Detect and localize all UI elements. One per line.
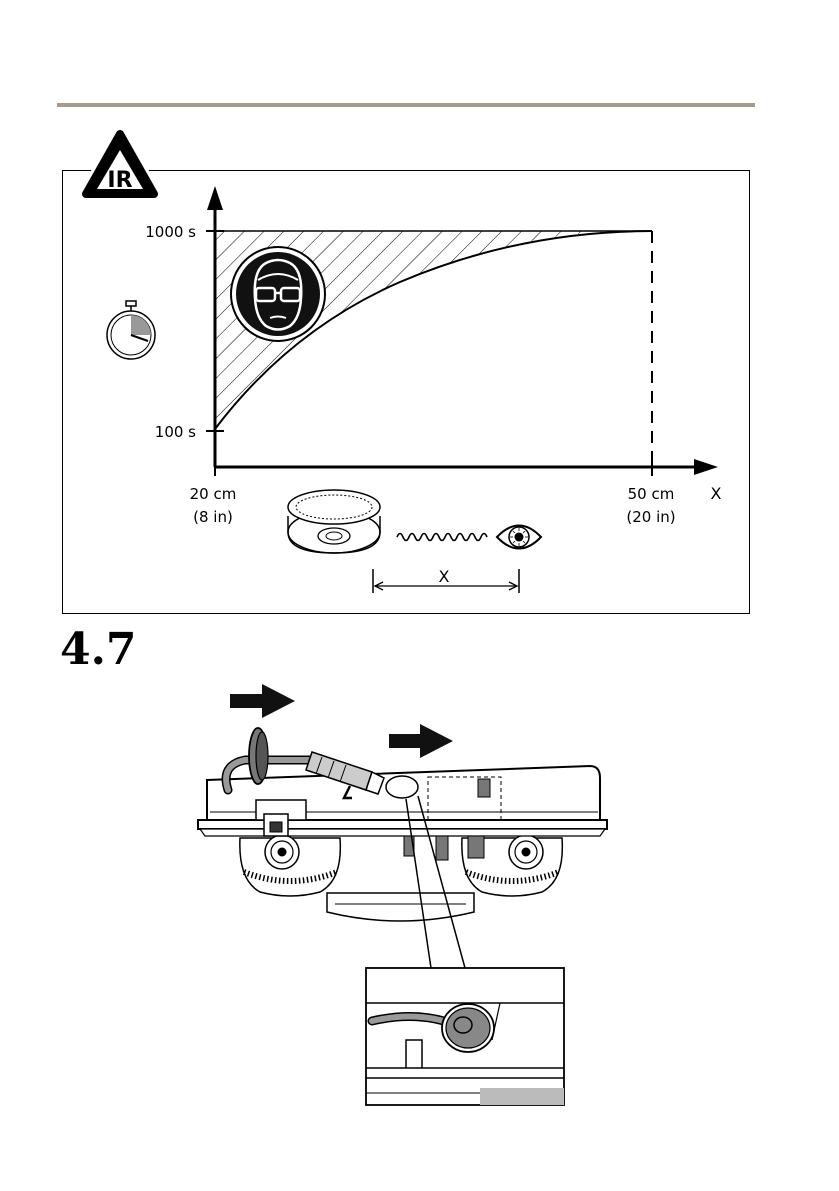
cable-gasket-detail-illustration	[366, 968, 564, 1105]
camera-housing-illustration	[198, 728, 607, 921]
ir-wave-icon	[397, 534, 487, 541]
camera-icon	[288, 490, 380, 553]
section-number: 4.7	[60, 624, 137, 676]
eye-icon	[497, 526, 541, 549]
x-tick-start-sub-label: (8 in)	[193, 508, 233, 526]
y-tick-low-label: 100 s	[155, 423, 196, 441]
ir-warning-sign: IR	[86, 134, 154, 194]
distance-dimension: X	[373, 567, 519, 593]
x-axis-arrow-icon	[694, 459, 718, 475]
x-tick-end-label: 50 cm	[628, 485, 675, 503]
x-tick-end-sub-label: (20 in)	[626, 508, 675, 526]
y-tick-high-label: 1000 s	[145, 223, 196, 241]
eye-protection-goggles-icon	[231, 247, 325, 341]
ir-sign-text: IR	[107, 168, 132, 193]
stopwatch-icon	[107, 301, 155, 359]
distance-label: X	[439, 567, 450, 586]
x-axis-label: X	[711, 484, 722, 503]
x-tick-start-label: 20 cm	[190, 485, 237, 503]
arrow-right-icon	[230, 684, 295, 718]
y-axis-arrow-icon	[207, 186, 223, 210]
arrow-right-icon	[389, 724, 453, 758]
